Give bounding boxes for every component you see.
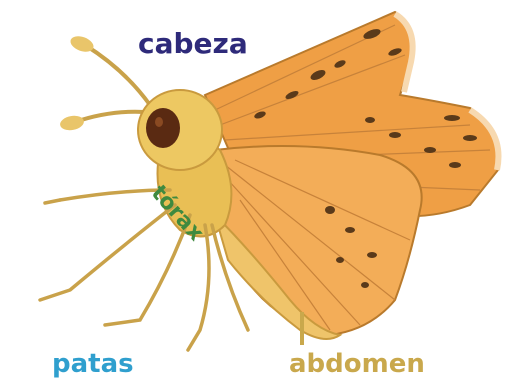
eye <box>146 108 180 148</box>
label-abdomen: abdomen <box>289 351 425 377</box>
label-cabeza: cabeza <box>138 30 248 58</box>
label-patas: patas <box>52 351 134 377</box>
antenna-tip <box>59 114 85 132</box>
lower-wing <box>215 146 422 335</box>
